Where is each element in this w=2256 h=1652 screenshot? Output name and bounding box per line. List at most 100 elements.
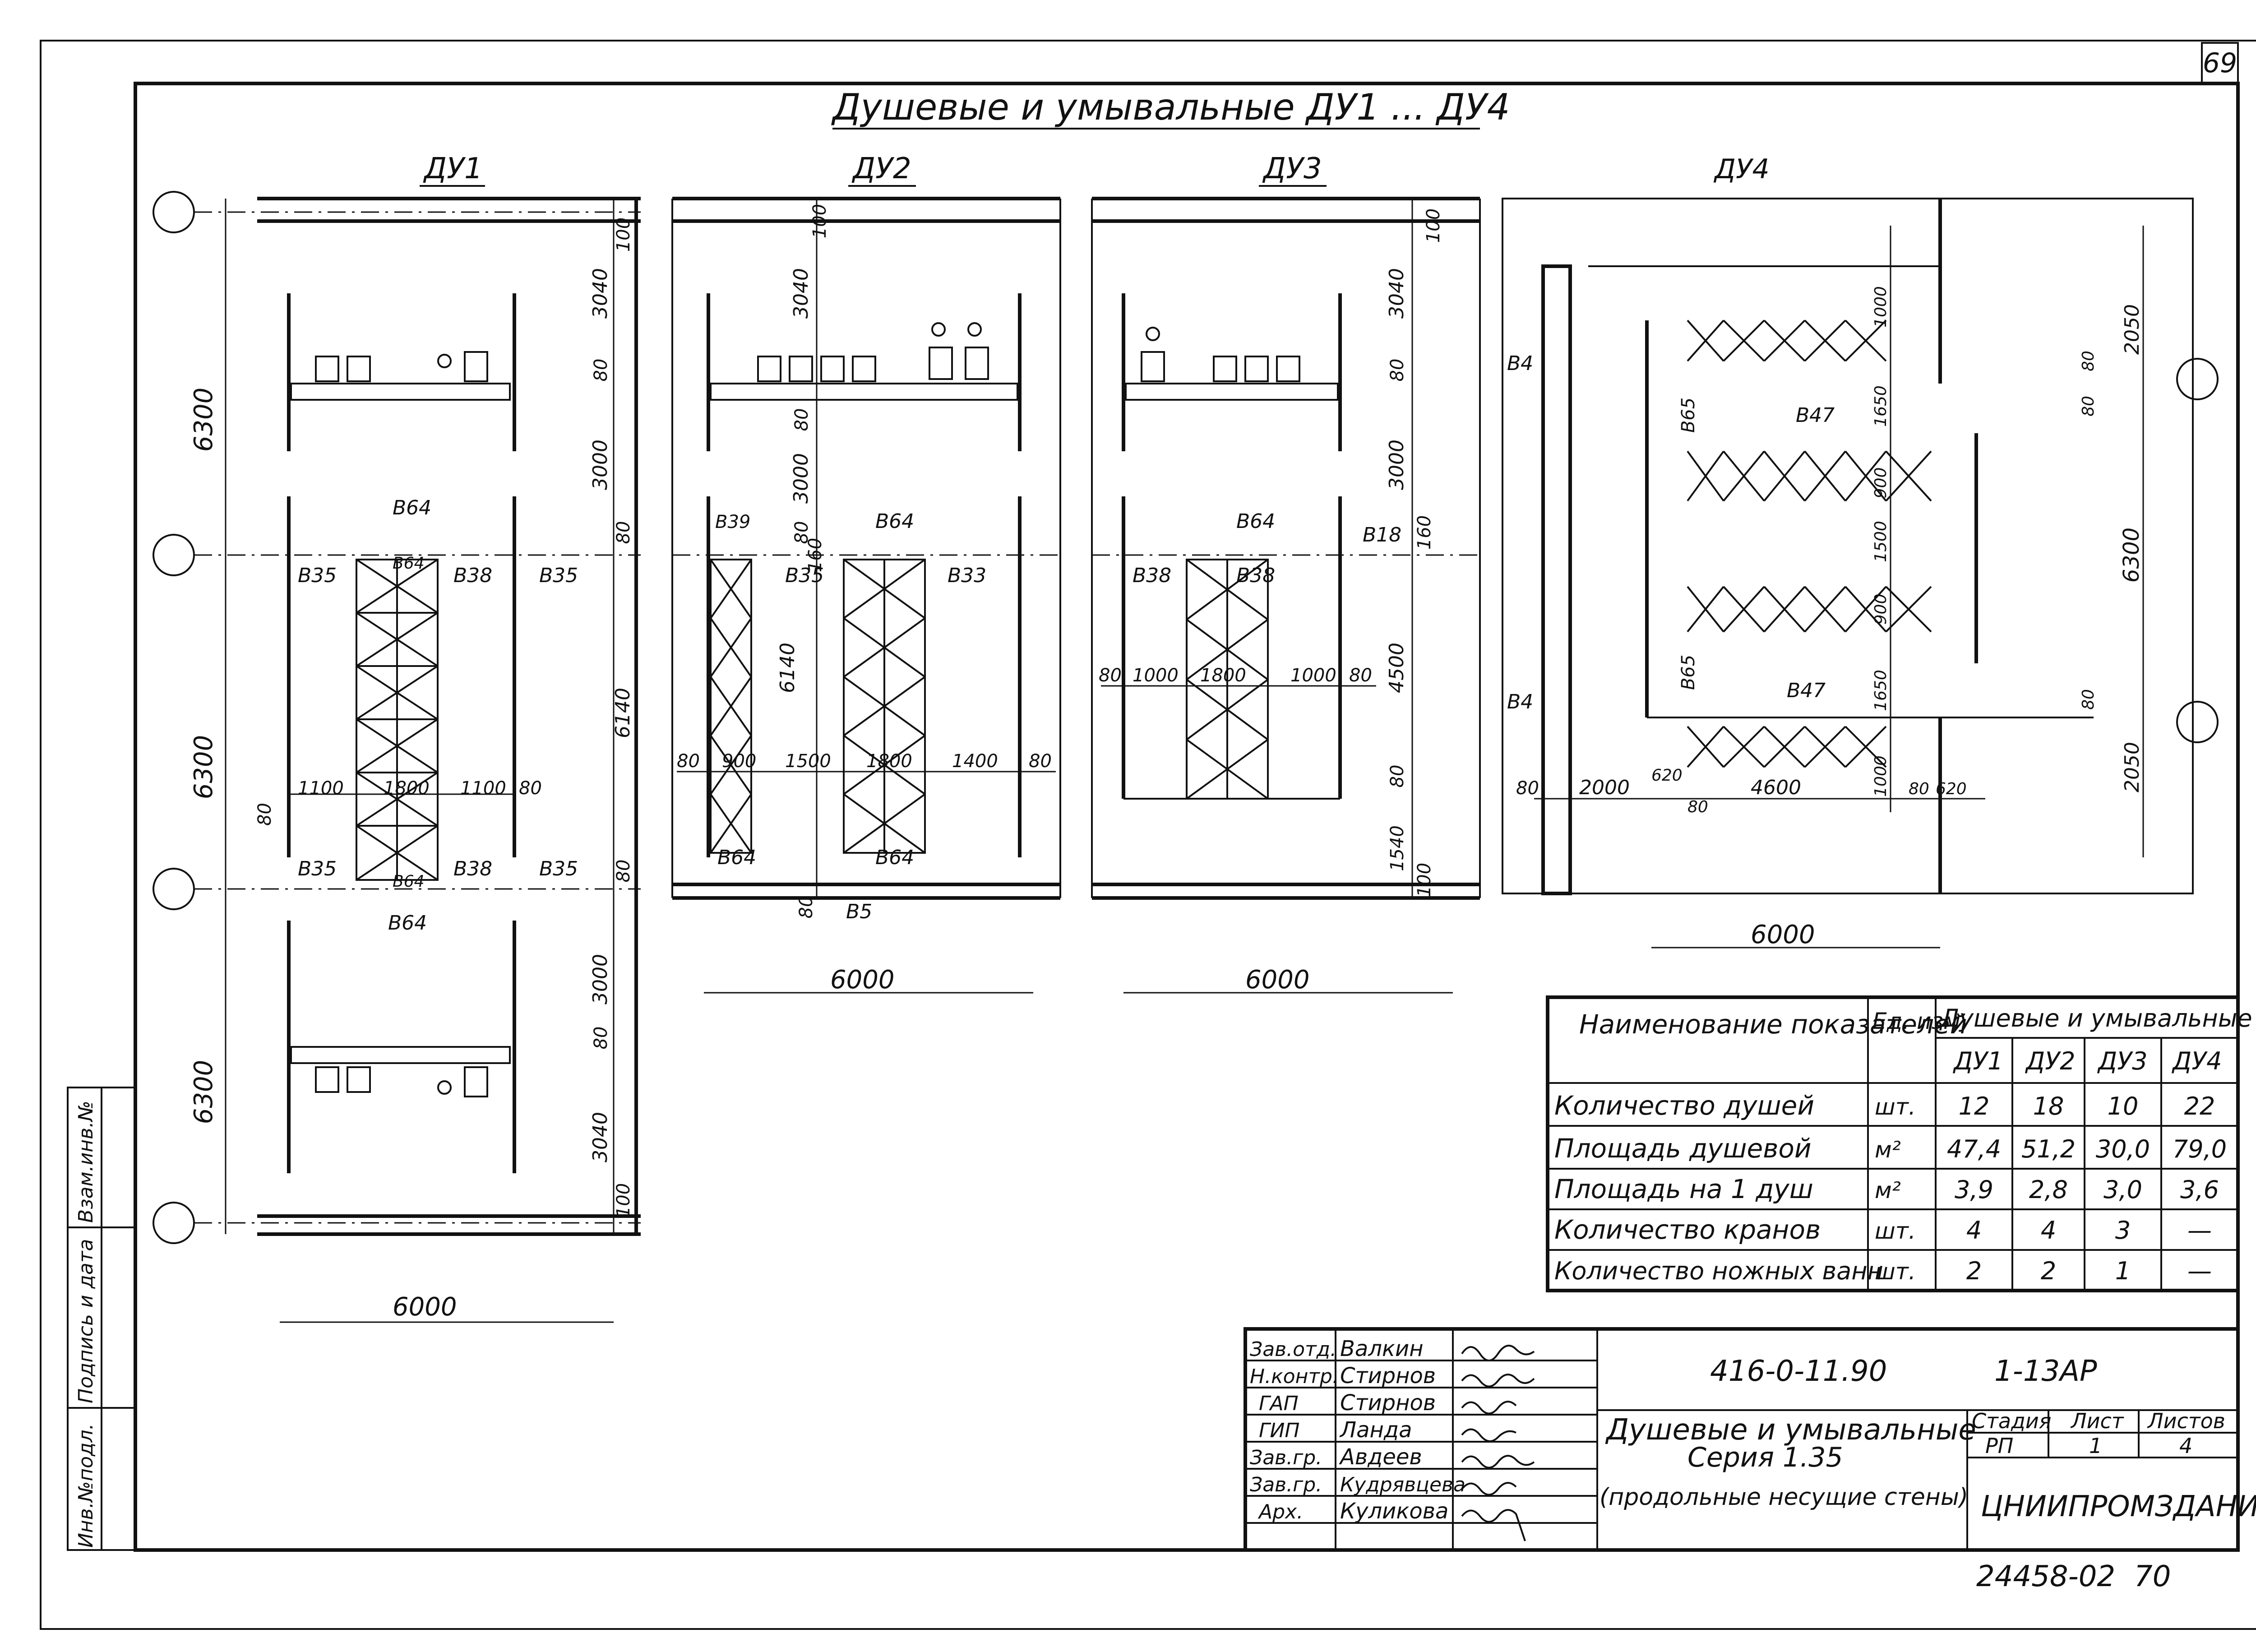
dimension-text: 1650 <box>1872 670 1890 711</box>
washbasin-icon <box>1244 356 1269 382</box>
table-cell: 4 <box>1966 1216 1982 1245</box>
table-column-header: ДУ2 <box>2025 1047 2075 1075</box>
washbasin-icon <box>315 1066 339 1093</box>
dimension-text: 160 <box>1414 515 1435 550</box>
table-cell: 47,4 <box>1947 1135 2001 1163</box>
table-column-header: ДУ4 <box>2172 1047 2222 1075</box>
equipment-label: В64 <box>388 912 427 935</box>
equipment-label: В65 <box>1678 398 1699 433</box>
dimension-text: 2000 <box>1579 776 1630 799</box>
table-cell: 3,9 <box>1955 1175 1993 1204</box>
table-cell: 1 <box>2115 1257 2131 1285</box>
dimension-text: 80 <box>1387 765 1408 788</box>
dimension-text: 100 <box>1414 863 1435 897</box>
equipment-label: В47 <box>1796 404 1835 427</box>
dimension-text: 3000 <box>1385 440 1408 490</box>
dimension-text: 4500 <box>1385 643 1408 693</box>
washbasin-bench <box>1125 383 1339 401</box>
dimension-text: 80 <box>791 521 812 544</box>
table-cell: — <box>2187 1216 2212 1245</box>
dimension-text: 1000 <box>1133 665 1179 686</box>
dimension-text: 1800 <box>1200 665 1246 686</box>
equipment-label: В64 <box>717 846 756 869</box>
dimension-text: 100 <box>613 1183 634 1217</box>
washbasin-bench <box>710 383 1018 401</box>
person-name: Куликова <box>1340 1499 1448 1524</box>
table-row-name: Количество кранов <box>1554 1214 1821 1245</box>
axis-bubble <box>153 868 195 910</box>
dimension-text: 80 <box>1387 359 1408 382</box>
equipment-label: В47 <box>1787 679 1826 702</box>
equipment-label: В64 <box>1236 510 1275 533</box>
archive-number: 24458-02 <box>1976 1560 2115 1593</box>
equipment-label: В64 <box>875 510 914 533</box>
table-cell: 2 <box>2041 1257 2056 1285</box>
equipment-label: В4 <box>1507 690 1533 713</box>
shower-cabin-crosses <box>1186 559 1269 800</box>
sheet-inner-frame <box>134 82 2240 1552</box>
dimension-text: 900 <box>1872 467 1890 499</box>
dimension-text: 1800 <box>866 751 912 772</box>
dimension-text: 6300 <box>2119 528 2144 583</box>
dimension-text: 80 <box>796 896 817 919</box>
equipment-label: В5 <box>846 900 872 923</box>
sheet-value: 1 <box>2089 1434 2102 1458</box>
equipment-label: В35 <box>539 857 578 880</box>
footbath-icon <box>1141 351 1165 382</box>
dimension-text: 1500 <box>1872 521 1890 562</box>
table-cell: 51,2 <box>2021 1135 2076 1163</box>
washbasin-icon <box>347 1066 371 1093</box>
person-name: Стирнов <box>1340 1363 1436 1388</box>
equipment-label: В64 <box>393 554 425 573</box>
dimension-text: 1000 <box>1872 286 1890 328</box>
dimension-text: 80 <box>791 408 812 431</box>
title-block: 416-0-11.90 1-13АР Душевые и умывальные … <box>1244 1327 2256 1552</box>
person-name: Кудрявцева <box>1340 1473 1465 1496</box>
equipment-label: В38 <box>453 857 492 880</box>
equipment-label: В35 <box>298 564 337 587</box>
dimension-text: 6000 <box>393 1292 457 1322</box>
table-row-unit: шт. <box>1875 1094 1916 1120</box>
person-name: Ланда <box>1339 1417 1412 1443</box>
dimension-text: 6140 <box>776 643 799 693</box>
archive-page: 70 <box>2134 1560 2171 1593</box>
sheet-outer-border <box>40 40 2256 1630</box>
equipment-label: В35 <box>298 857 337 880</box>
dimension-text: 6000 <box>830 965 895 995</box>
drawing-subtitle: (продольные несущие стены) <box>1600 1484 1968 1511</box>
role-label: Зав.гр. <box>1250 1473 1322 1496</box>
left-stamp: Инв.№подл. Подпись и дата Взам.инв.№ <box>67 1087 136 1551</box>
dimension-text: 900 <box>722 751 756 772</box>
axis-bubble <box>153 191 195 233</box>
table-header-group: Душевые и умывальные <box>1939 1004 2252 1032</box>
shower-cabins <box>710 559 752 854</box>
signature-scribble <box>1461 1345 1535 1361</box>
dimension-text: 80 <box>1909 780 1929 798</box>
dimension-text: 80 <box>591 359 611 382</box>
table-row-unit: м² <box>1875 1177 1901 1203</box>
dimension-text: 1100 <box>460 778 506 799</box>
equipment-label: В33 <box>948 564 986 587</box>
washbasin-icon <box>1276 356 1300 382</box>
table-cell: 3,6 <box>2180 1175 2219 1204</box>
dimension-text: 1540 <box>1387 825 1408 871</box>
dimension-text: 1400 <box>952 751 998 772</box>
role-label: ГИП <box>1259 1419 1300 1442</box>
dimension-text: 80 <box>2079 351 2098 371</box>
table-row-name: Количество душей <box>1554 1090 1814 1121</box>
stamp-label: Взам.инв.№ <box>74 1101 97 1223</box>
dimension-text: 6300 <box>189 1060 218 1124</box>
dimension-text: 900 <box>1872 594 1890 625</box>
dimension-text: 80 <box>677 751 700 772</box>
signature-scribble <box>1461 1428 1516 1442</box>
axis-bubble <box>2176 701 2219 743</box>
dimension-text: 80 <box>1029 751 1052 772</box>
plan-du2: ДУ2 В39 В64 В35 В33 В64 В64 В5 80 <box>671 152 1061 995</box>
dimension-text: 80 <box>254 803 275 826</box>
dimension-text: 4600 <box>1751 776 1801 799</box>
stamp-label: Инв.№подл. <box>74 1423 97 1548</box>
table-cell: 79,0 <box>2173 1135 2227 1163</box>
table-cell: 3 <box>2115 1216 2131 1245</box>
tap-icon <box>1146 327 1160 341</box>
dimension-text: 160 <box>805 538 826 572</box>
